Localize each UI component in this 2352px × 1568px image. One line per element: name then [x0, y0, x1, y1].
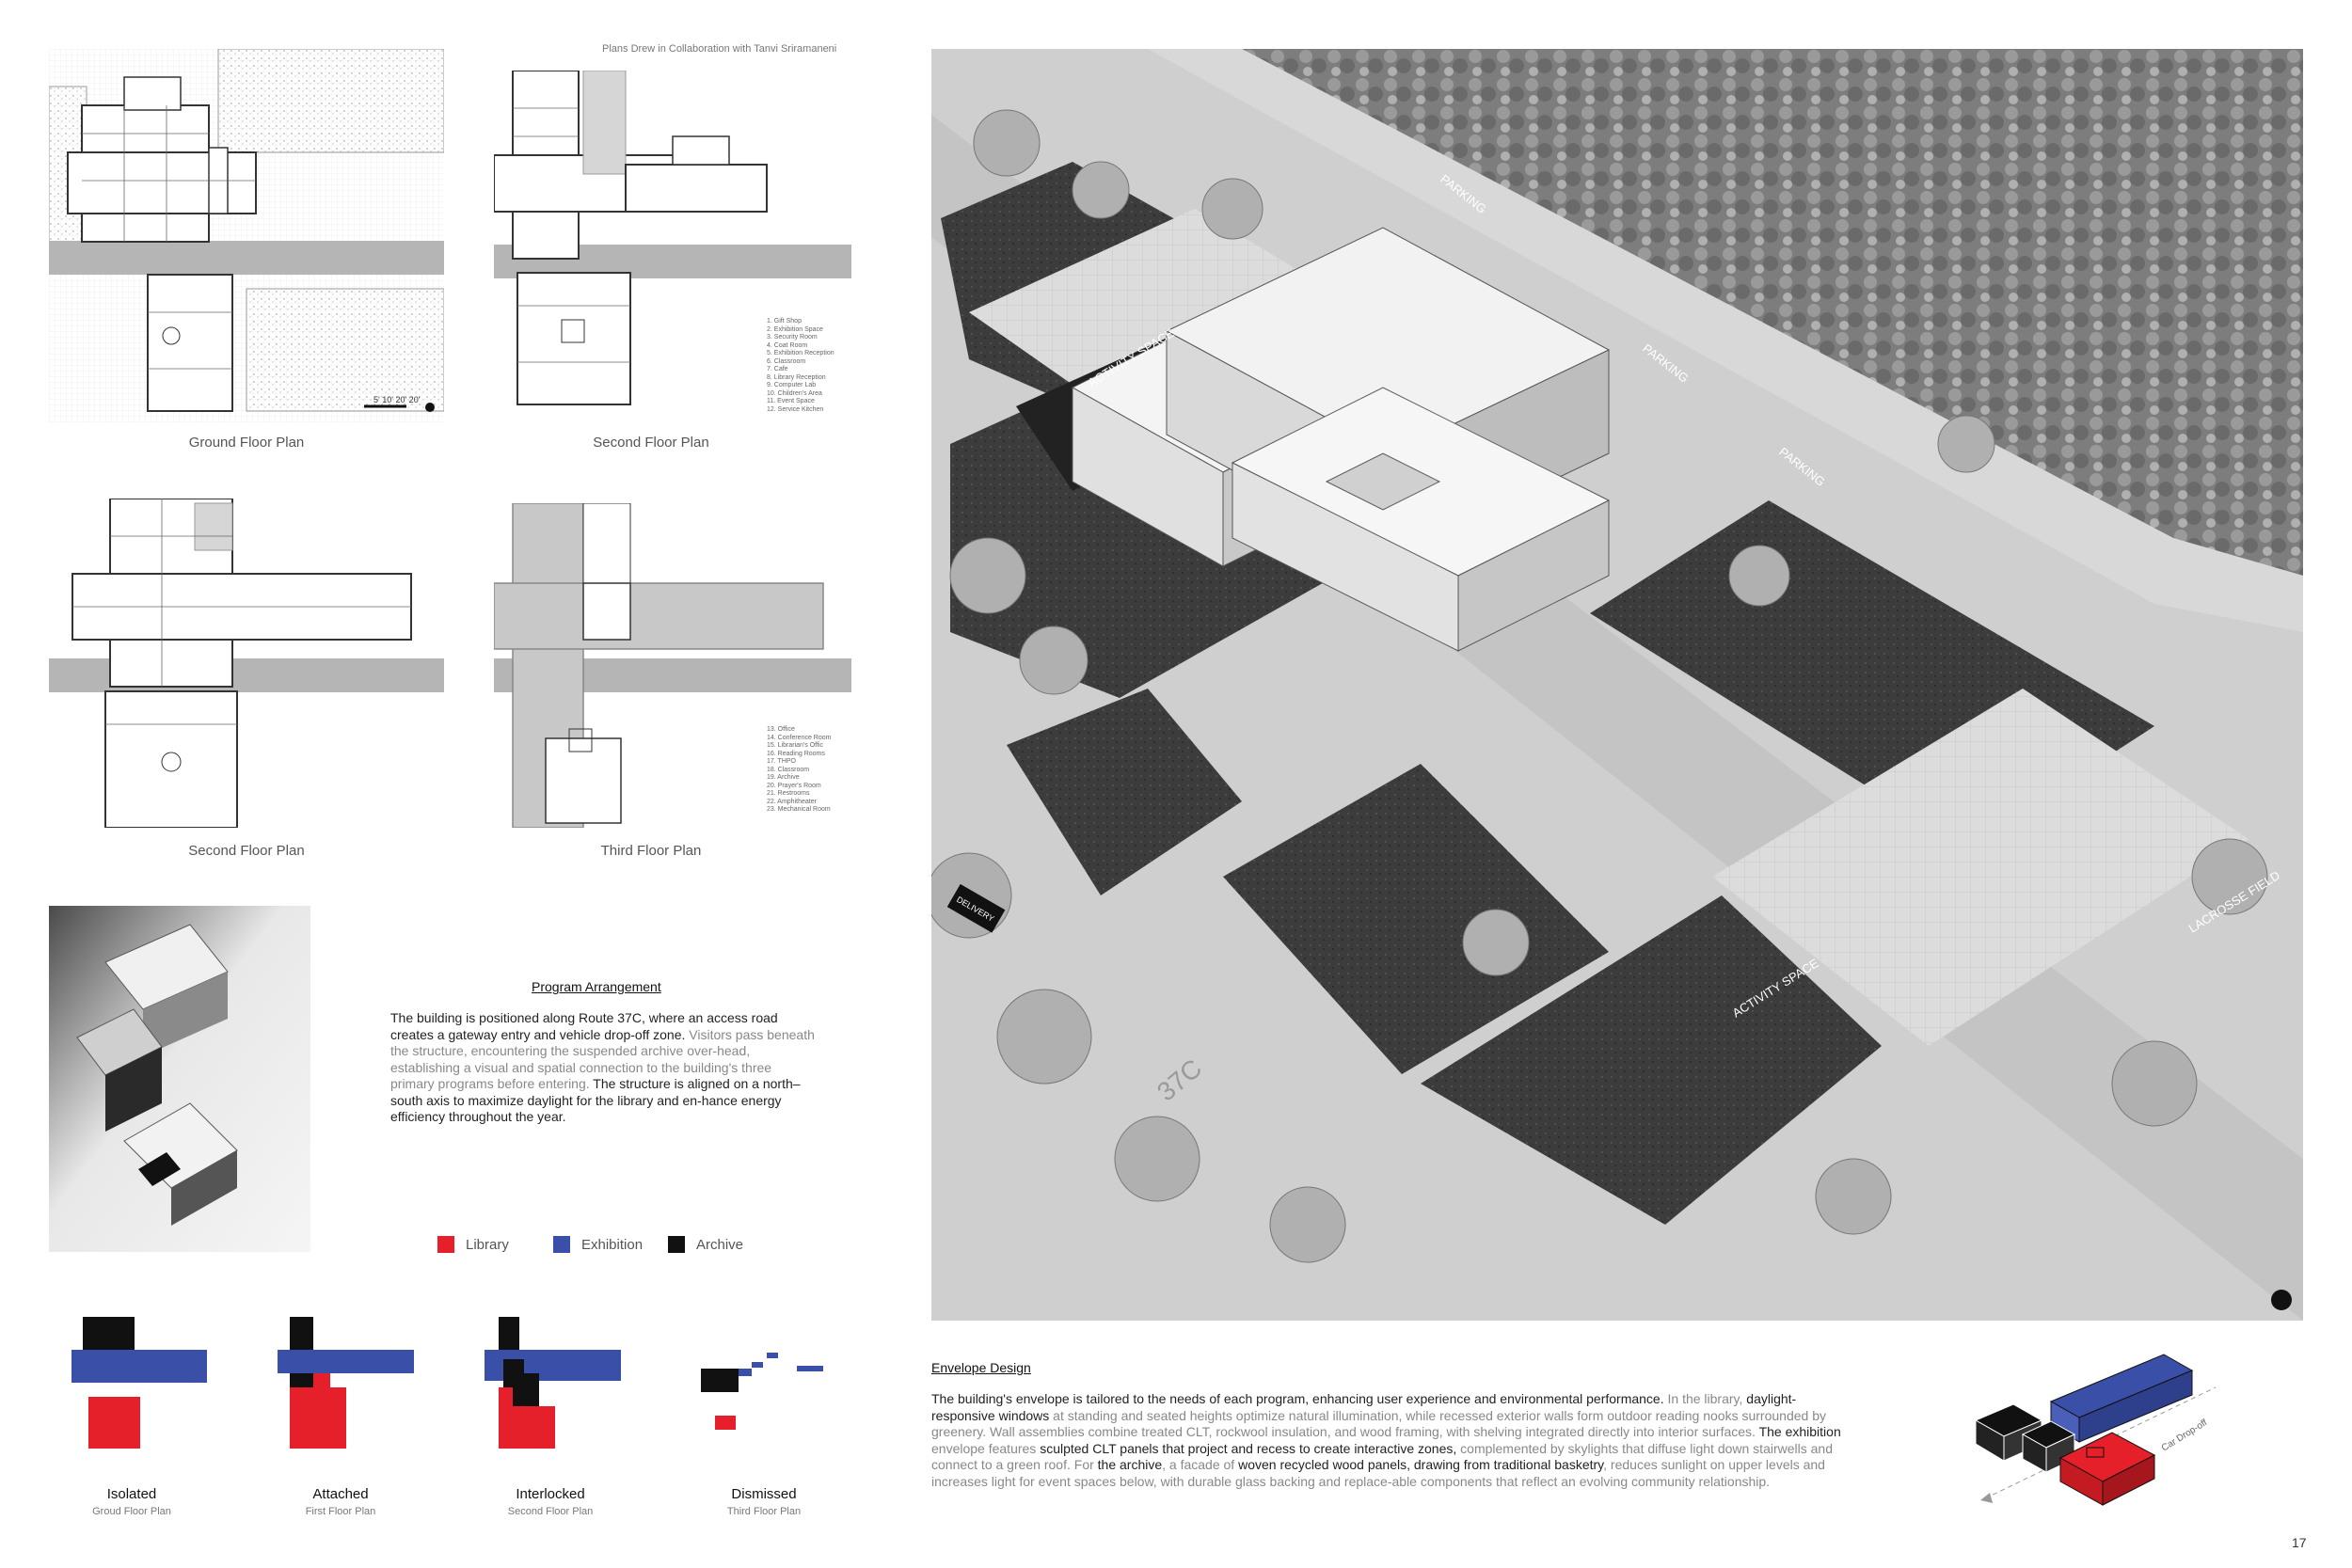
second-floor-plan-b [49, 499, 444, 828]
legend-archive: Archive [668, 1236, 743, 1253]
legend-exhibition: Exhibition [553, 1236, 643, 1253]
second-floor-caption-b: Second Floor Plan [188, 843, 305, 859]
legend-library: Library [437, 1236, 509, 1253]
diagram-attached [278, 1317, 414, 1449]
diagram-attached-sub: First Floor Plan [305, 1506, 376, 1517]
exhibition-swatch [553, 1236, 570, 1253]
diagram-attached-title: Attached [312, 1486, 369, 1502]
program-text-3: The structure is aligned on a north–sout… [390, 1076, 801, 1124]
third-floor-caption: Third Floor Plan [600, 843, 702, 859]
page-number: 17 [2292, 1535, 2307, 1550]
program-paragraph: The building is positioned along Route 3… [390, 1010, 818, 1126]
diagram-interlocked-title: Interlocked [516, 1486, 585, 1502]
library-building [1071, 227, 1611, 652]
diagram-dismissed-title: Dismissed [731, 1486, 797, 1502]
archive-swatch [668, 1236, 685, 1253]
envelope-title: Envelope Design [931, 1360, 1031, 1375]
third-floor-plan [494, 503, 851, 828]
diagram-interlocked [485, 1317, 621, 1449]
model-photo [49, 906, 310, 1252]
site-axonometric: DELIVERY PARKING PARKING PARKING ACTIVIT… [931, 49, 2303, 1321]
ground-floor-caption: Ground Floor Plan [188, 435, 305, 451]
car-dropoff-label: Car Drop-off [2160, 1418, 2210, 1454]
diagram-dismissed [701, 1353, 823, 1430]
program-title: Program Arrangement [532, 979, 661, 994]
plans-credit: Plans Drew in Collaboration with Tanvi S… [602, 43, 837, 55]
envelope-paragraph: The building's envelope is tailored to t… [931, 1391, 1841, 1489]
library-swatch [437, 1236, 454, 1253]
diagram-isolated-sub: Groud Floor Plan [92, 1506, 171, 1517]
program-text-2: Visitors pass beneath the structure, enc… [390, 1026, 815, 1092]
diagram-interlocked-sub: Second Floor Plan [507, 1506, 594, 1517]
diagram-isolated-title: Isolated [106, 1486, 157, 1502]
program-text-1: The building is positioned along Route 3… [390, 1010, 778, 1042]
diagram-isolated [72, 1317, 207, 1449]
diagram-dismissed-sub: Third Floor Plan [726, 1506, 802, 1517]
scale-label: 5' 10' 20' 20' [373, 395, 421, 404]
ground-floor-plan: 5' 10' 20' 20' [49, 49, 444, 423]
program-axonometric: Car Drop-off [1974, 1354, 2217, 1506]
second-floor-caption-a: Second Floor Plan [593, 435, 709, 451]
north-arrow-icon [2271, 1290, 2292, 1310]
second-floor-plan-a [494, 71, 851, 405]
